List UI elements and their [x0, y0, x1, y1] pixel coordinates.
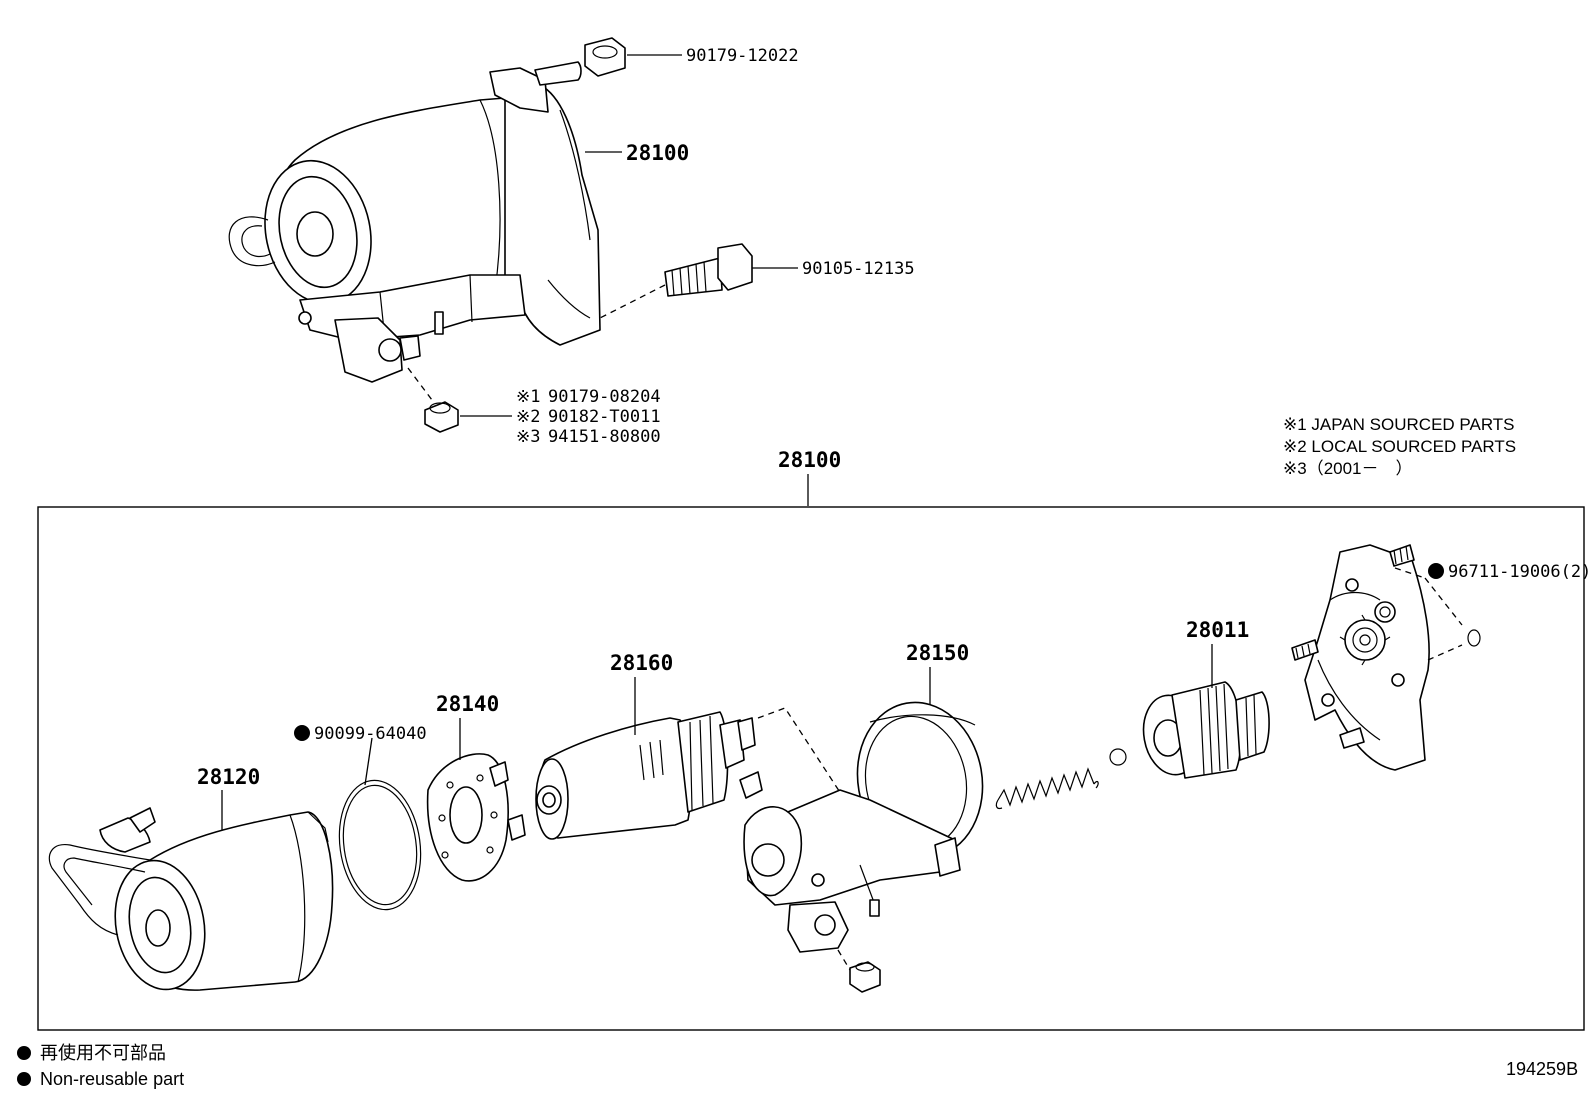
- legend-jp: 再使用不可部品: [40, 1043, 166, 1063]
- non-reusable-mark-icon: [1428, 563, 1444, 579]
- spring-drawing: [995, 767, 1099, 810]
- part-label-bolt: 90105-12135: [802, 259, 915, 279]
- terminal-nut-part-2: 90182-T0011: [548, 407, 661, 427]
- drive-housing-drawing: [1291, 544, 1430, 771]
- part-label-magnetic-switch: 28150: [906, 641, 969, 665]
- yoke-drawing: [48, 807, 334, 991]
- part-label-clutch: 28011: [1186, 618, 1249, 642]
- switch-nut-icon: [849, 961, 881, 993]
- terminal-nut-icon: [424, 401, 459, 433]
- magnetic-switch-drawing: [739, 701, 984, 953]
- non-reusable-legend-icon: [17, 1046, 31, 1086]
- part-label-starter-assembly: 28100: [626, 141, 689, 165]
- figure-code: 194259B: [1506, 1059, 1578, 1079]
- note-japan-sourced: ※1 JAPAN SOURCED PARTS: [1283, 415, 1515, 434]
- part-label-housing-o-ring: 96711-19006(2): [1448, 562, 1591, 582]
- terminal-nut-mark-3: ※3: [516, 427, 540, 447]
- ball-icon: [1109, 748, 1127, 766]
- part-label-brush-holder: 28140: [436, 692, 499, 716]
- terminal-nut-part-3: 94151-80800: [548, 427, 661, 447]
- o-ring-icon: [338, 779, 422, 911]
- part-label-armature: 28160: [610, 651, 673, 675]
- clutch-drawing: [1142, 681, 1270, 779]
- legend-en: Non-reusable part: [40, 1069, 184, 1089]
- nut-icon: [584, 37, 626, 77]
- terminal-nut-mark-1: ※1: [516, 387, 540, 407]
- starter-assembly-drawing: [228, 61, 601, 383]
- armature-drawing: [535, 711, 756, 840]
- terminal-nut-mark-2: ※2: [516, 407, 540, 427]
- non-reusable-mark-icon: [294, 725, 310, 741]
- exploded-assembly-label: 28100: [778, 448, 841, 472]
- note-local-sourced: ※2 LOCAL SOURCED PARTS: [1283, 437, 1516, 456]
- housing-o-ring-icon: [1467, 629, 1481, 647]
- brush-holder-drawing: [426, 753, 526, 882]
- part-label-o-ring: 90099-64040: [314, 724, 427, 744]
- note-year-range: ※3（2001－ ）: [1283, 459, 1413, 478]
- part-label-yoke: 28120: [197, 765, 260, 789]
- part-label-nut-top: 90179-12022: [686, 46, 799, 66]
- exploded-view-frame: [37, 506, 1585, 1031]
- terminal-nut-part-1: 90179-08204: [548, 387, 661, 407]
- bolt-icon: [664, 243, 753, 297]
